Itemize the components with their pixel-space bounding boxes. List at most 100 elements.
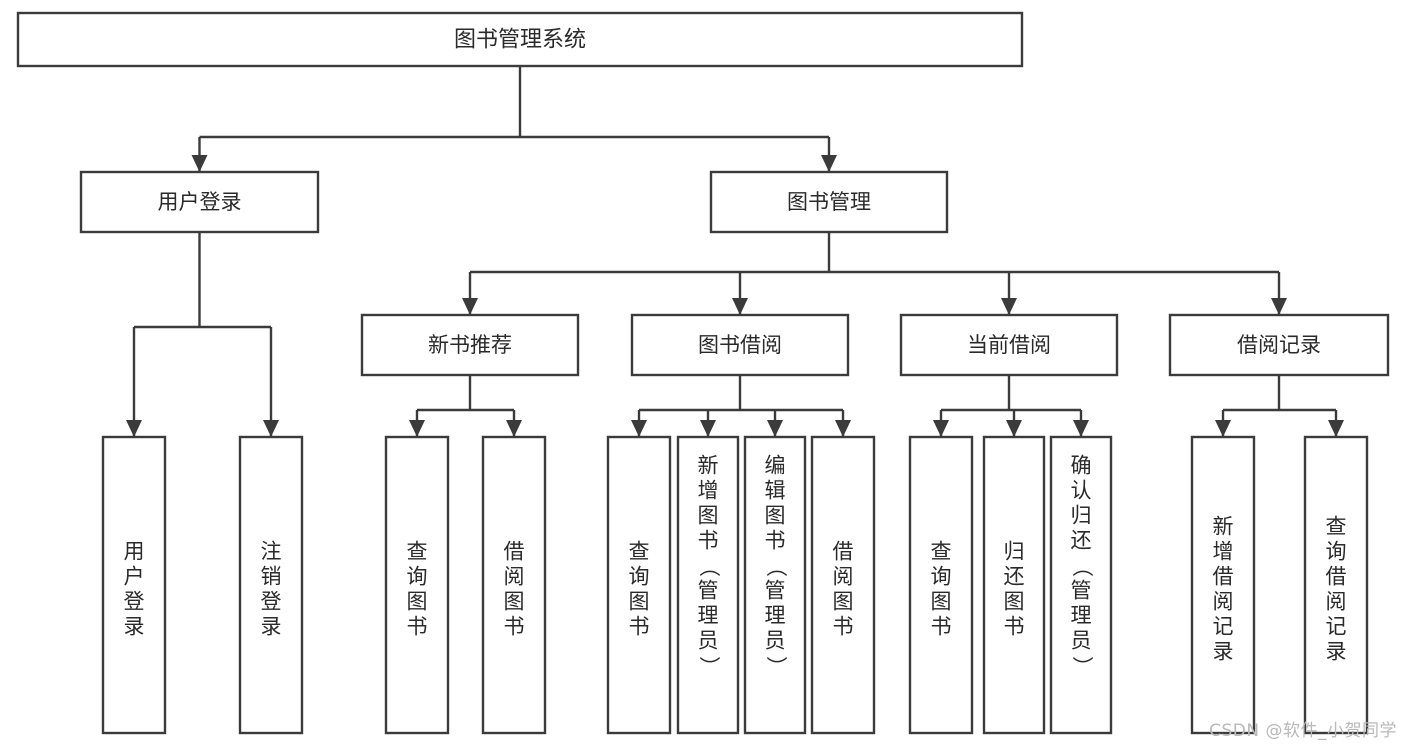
svg-text:登: 登 [261,590,282,614]
leaf-node-4-box[interactable] [606,435,672,735]
svg-text:图: 图 [504,590,525,614]
svg-text:认: 认 [1071,479,1092,503]
level2-node-1-label: 图书管理 [787,190,871,214]
svg-text:图: 图 [1004,590,1025,614]
leaf-node-0-box[interactable] [101,435,167,735]
leaf-node-0[interactable]: 用户登录 [101,435,167,735]
svg-text:（: （ [764,556,788,577]
level3-node-3-box[interactable] [1168,313,1390,377]
l3-3-to-leaves-arrow-1 [1328,420,1344,437]
svg-text:查: 查 [931,540,952,564]
level3-node-1[interactable]: 图书借阅 [630,313,850,377]
level3-node-2-box[interactable] [899,313,1119,377]
login-to-leaves-arrow-1 [263,420,279,437]
svg-text:书: 书 [629,615,650,639]
svg-text:编: 编 [765,454,786,478]
svg-text:借: 借 [833,540,854,564]
leaf-node-2-box[interactable] [384,435,450,735]
svg-text:图: 图 [765,504,786,528]
root-to-level2-arrow-1 [821,155,837,172]
svg-text:还: 还 [1004,565,1025,589]
leaf-node-10-box[interactable] [1049,435,1113,735]
level3-node-3[interactable]: 借阅记录 [1168,313,1390,377]
level3-node-1-box[interactable] [630,313,850,377]
svg-text:录: 录 [124,615,145,639]
svg-text:销: 销 [261,565,282,589]
svg-text:书: 书 [407,615,428,639]
svg-text:图: 图 [698,504,719,528]
leaf-node-7-box[interactable] [810,435,876,735]
level2-node-1-box[interactable] [709,170,949,234]
svg-text:归: 归 [1071,504,1092,528]
level2-node-0[interactable]: 用户登录 [79,170,320,234]
svg-text:登: 登 [124,590,145,614]
leaf-node-11-box[interactable] [1190,435,1256,735]
level3-node-0-label: 新书推荐 [428,333,512,357]
svg-text:（: （ [697,556,721,577]
leaf-node-3-box[interactable] [481,435,547,735]
svg-text:借: 借 [1326,565,1347,589]
level2-node-0-box[interactable] [79,170,320,234]
login-to-leaves-arrow-0 [126,420,142,437]
level2-node-1[interactable]: 图书管理 [709,170,949,234]
svg-text:图: 图 [833,590,854,614]
level3-node-2[interactable]: 当前借阅 [899,313,1119,377]
svg-text:（: （ [1070,556,1094,577]
leaf-node-1-box[interactable] [238,435,304,735]
svg-text:书: 书 [765,529,786,553]
leaf-node-5-box[interactable] [676,435,740,735]
level3-node-0-box[interactable] [360,313,580,377]
svg-text:理: 理 [1071,604,1092,628]
root-node-box[interactable] [16,11,1024,68]
l3-1-to-leaves-arrow-1 [700,420,716,437]
svg-text:书: 书 [833,615,854,639]
svg-text:录: 录 [261,615,282,639]
svg-text:图: 图 [407,590,428,614]
svg-text:辑: 辑 [765,479,786,503]
level3-node-1-label: 图书借阅 [698,333,782,357]
l3-2-to-leaves-arrow-2 [1073,420,1089,437]
leaf-node-8-box[interactable] [908,435,974,735]
svg-text:阅: 阅 [1326,590,1347,614]
l3-1-to-leaves-arrow-0 [631,420,647,437]
svg-text:户: 户 [124,565,145,589]
svg-text:记: 记 [1213,615,1234,639]
svg-text:员: 员 [765,629,786,653]
mgmt-to-level3-arrow-2 [1001,298,1017,315]
leaf-node-9-box[interactable] [982,435,1046,735]
svg-text:图: 图 [629,590,650,614]
svg-text:借: 借 [504,540,525,564]
svg-text:书: 书 [698,529,719,553]
svg-text:归: 归 [1004,540,1025,564]
svg-text:阅: 阅 [1213,590,1234,614]
level3-node-0[interactable]: 新书推荐 [360,313,580,377]
root-node[interactable]: 图书管理系统 [16,11,1024,68]
svg-text:借: 借 [1213,565,1234,589]
l3-2-to-leaves-arrow-0 [933,420,949,437]
leaf-node-12-box[interactable] [1303,435,1369,735]
level2-node-0-label: 用户登录 [158,190,242,214]
leaf-node-6-box[interactable] [743,435,807,735]
svg-text:询: 询 [629,565,650,589]
